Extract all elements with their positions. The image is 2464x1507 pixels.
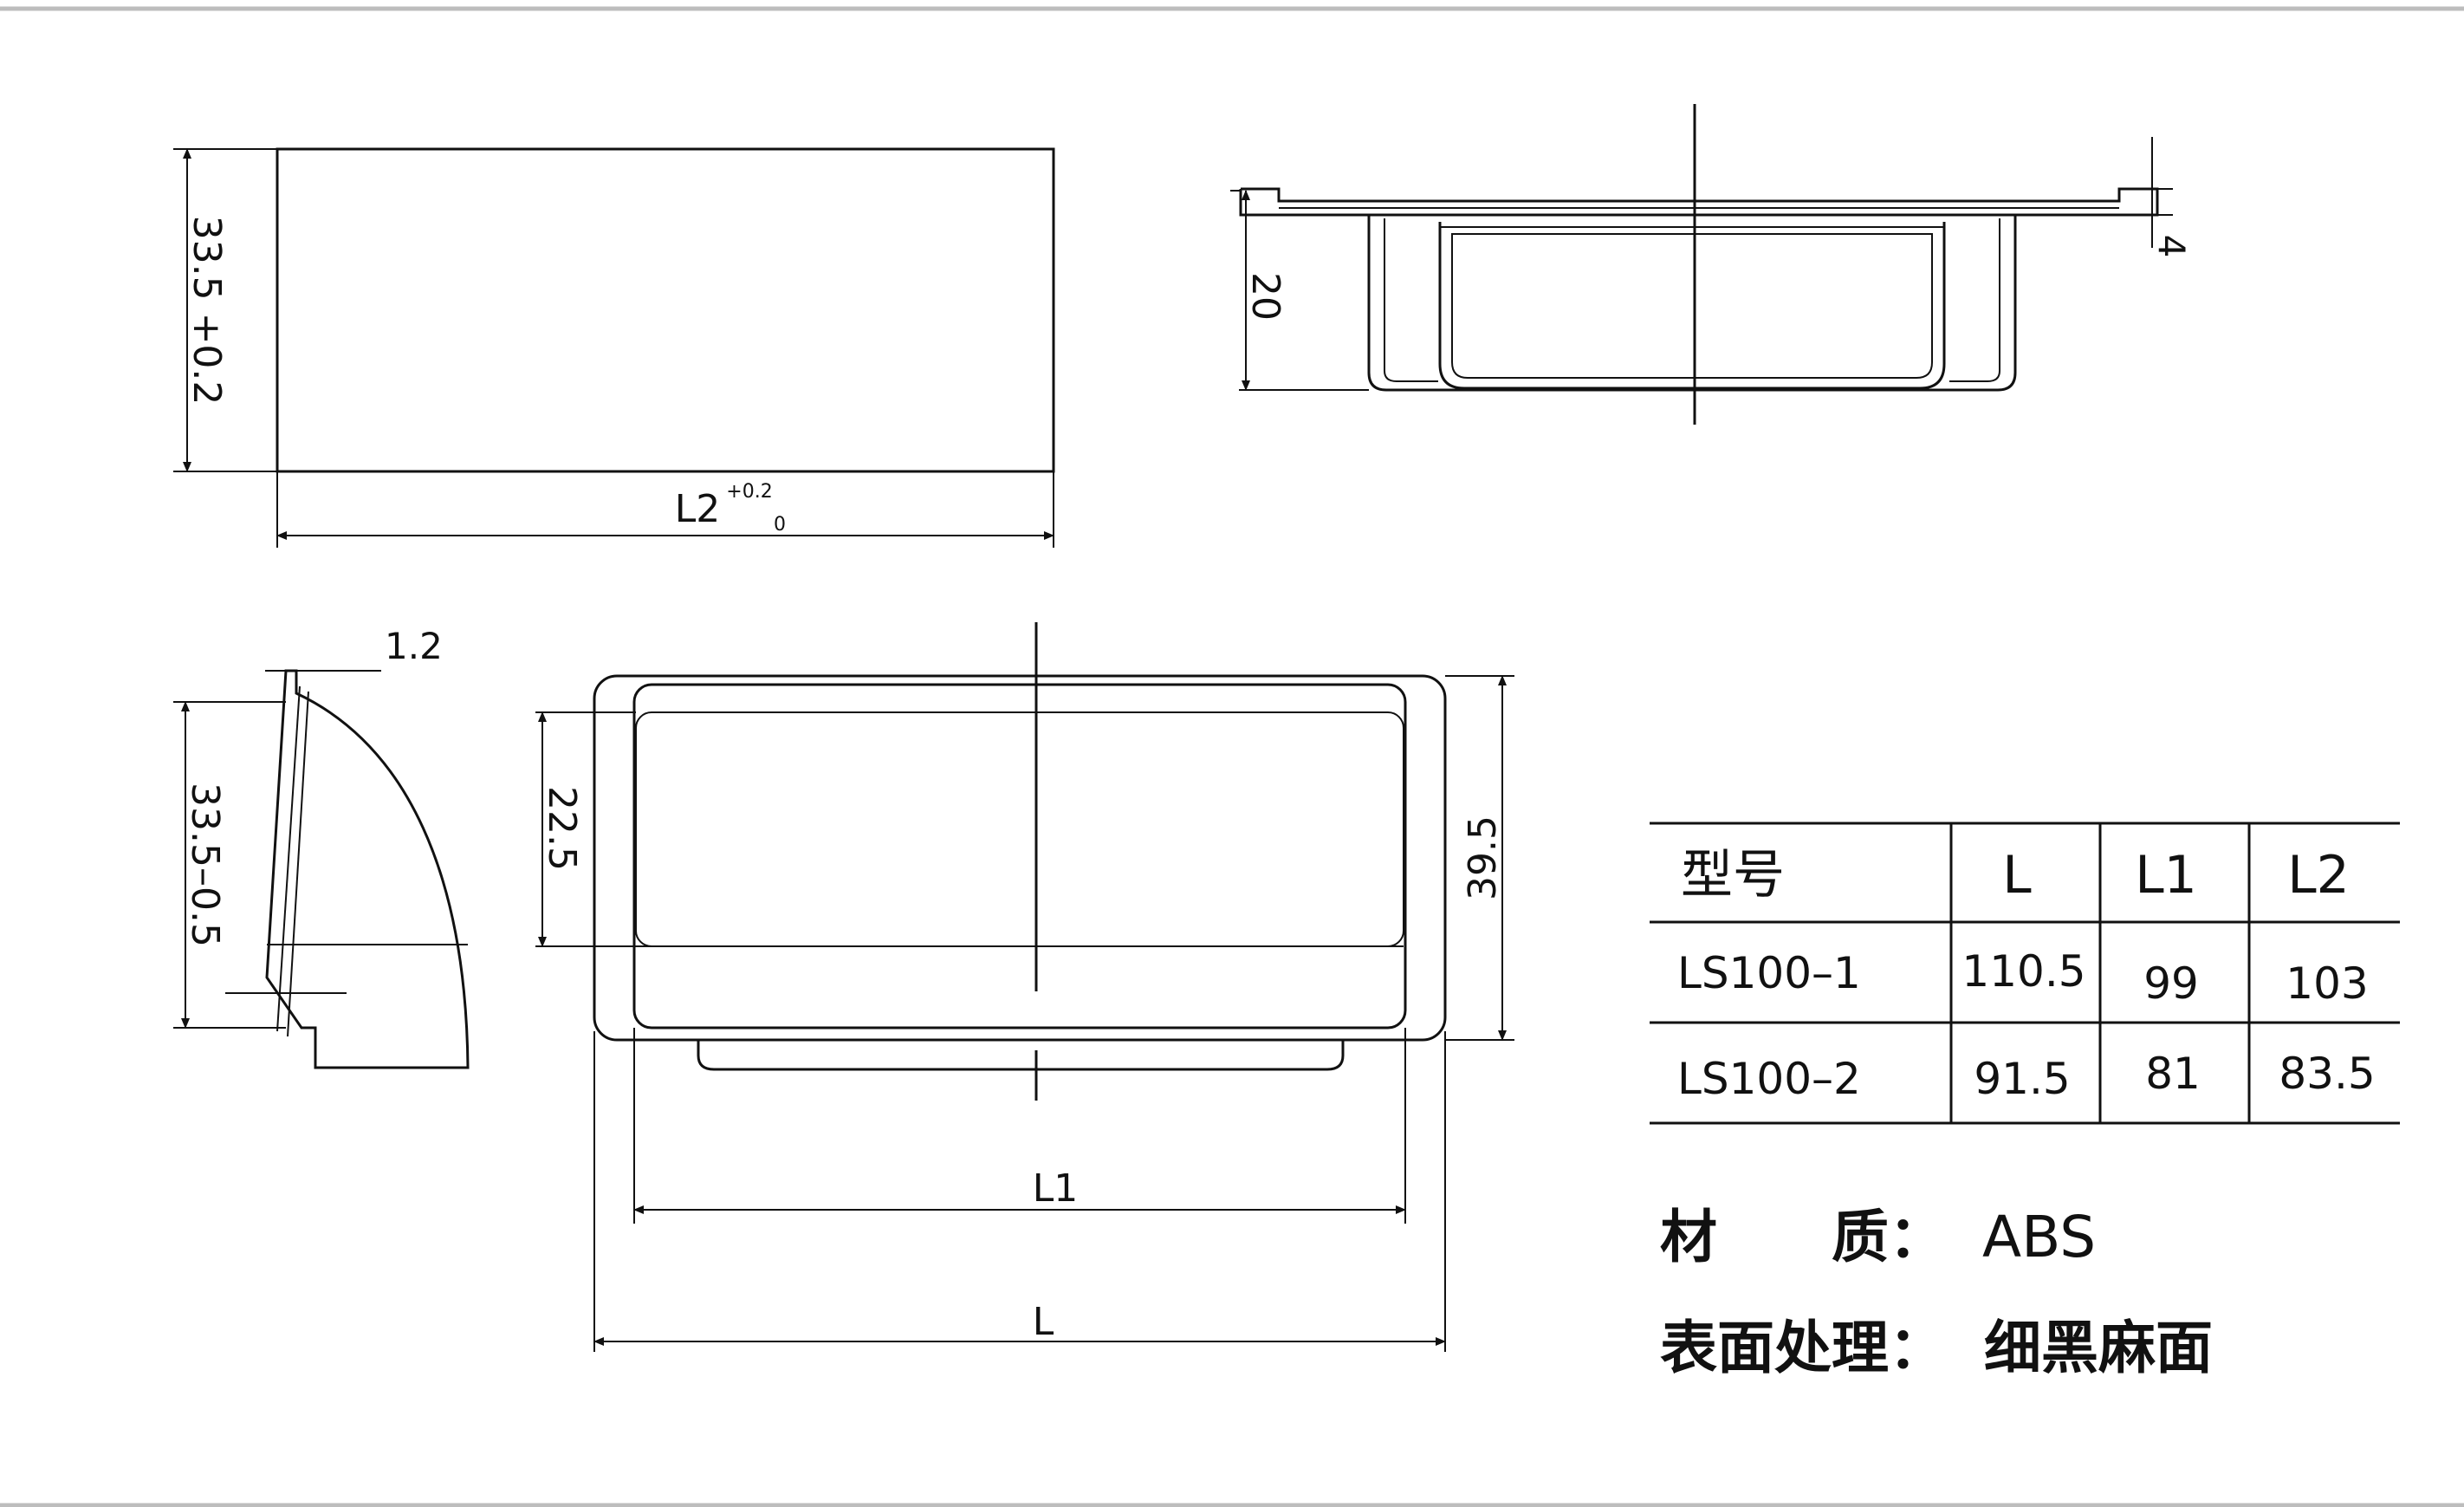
table-cell: 110.5 — [1961, 946, 2085, 997]
table-header-l1: L1 — [2135, 845, 2197, 906]
section-view: 20 4 — [1230, 104, 2193, 425]
dim-cutout-height: 33.5 +0.2 — [185, 216, 229, 406]
dim-side-wall: 1.2 — [385, 625, 443, 667]
profile-wall-line-2 — [287, 691, 309, 1037]
flange-outline — [1239, 187, 2159, 217]
profile-outline — [265, 669, 470, 1069]
front-outer-frame — [593, 674, 1447, 1042]
pocket-inner-outline — [1451, 233, 1933, 379]
finish-label: 表面处理： — [1660, 1315, 1946, 1381]
table-cell: 91.5 — [1974, 1054, 2070, 1104]
pocket-outline — [1438, 222, 1946, 390]
dim-side-height: 33.5–0.5 — [183, 783, 227, 947]
tub-wall-right-inner — [1949, 218, 2000, 382]
material-value: ABS — [1982, 1204, 2096, 1270]
table-cell: LS100–2 — [1677, 1054, 1861, 1104]
spec-table: 型号 L L1 L2 LS100–1 110.5 99 103 LS100–2 … — [1650, 822, 2400, 1125]
front-inner-frame — [632, 683, 1407, 1030]
table-header-l: L — [2002, 845, 2032, 906]
tub-wall-left-inner — [1384, 218, 1438, 382]
table-cell: LS100–1 — [1677, 948, 1861, 998]
profile-wall-line — [276, 685, 301, 1032]
table-cell: 103 — [2286, 958, 2368, 1009]
finish-value: 细黑麻面 — [1984, 1315, 2213, 1381]
table-cell: 81 — [2145, 1049, 2201, 1099]
side-profile-view: 1.2 33.5–0.5 — [173, 625, 470, 1069]
cutout-view: 33.5 +0.2 L2 +0.2 0 — [173, 147, 1055, 548]
table-cell: 99 — [2143, 958, 2199, 1009]
tub-outer-outline — [1367, 215, 2017, 392]
front-recess — [635, 711, 1404, 947]
table-header-l2: L2 — [2287, 845, 2350, 906]
dim-inner-height: 22.5 — [540, 786, 584, 871]
dim-outer-length: L — [1033, 1300, 1054, 1344]
dim-flange-thickness: 4 — [2150, 235, 2193, 258]
notes: 材 质： ABS 表面处理： 细黑麻面 — [1660, 1204, 2213, 1381]
table-cell: 83.5 — [2279, 1049, 2375, 1099]
dim-cutout-tol-upper: +0.2 — [726, 481, 772, 503]
dim-inner-length: L1 — [1033, 1166, 1079, 1211]
material-label: 材 质： — [1660, 1204, 1946, 1270]
table-header-model: 型号 — [1681, 845, 1785, 906]
dim-section-depth: 20 — [1243, 272, 1287, 321]
front-view: 22.5 39.5 L1 L — [535, 622, 1514, 1352]
front-lip — [697, 1040, 1345, 1071]
dim-cutout-tol-lower: 0 — [774, 514, 786, 536]
dim-outer-height: 39.5 — [1461, 815, 1505, 900]
dim-cutout-width: L2 — [675, 487, 721, 531]
cutout-rectangle — [276, 147, 1055, 473]
